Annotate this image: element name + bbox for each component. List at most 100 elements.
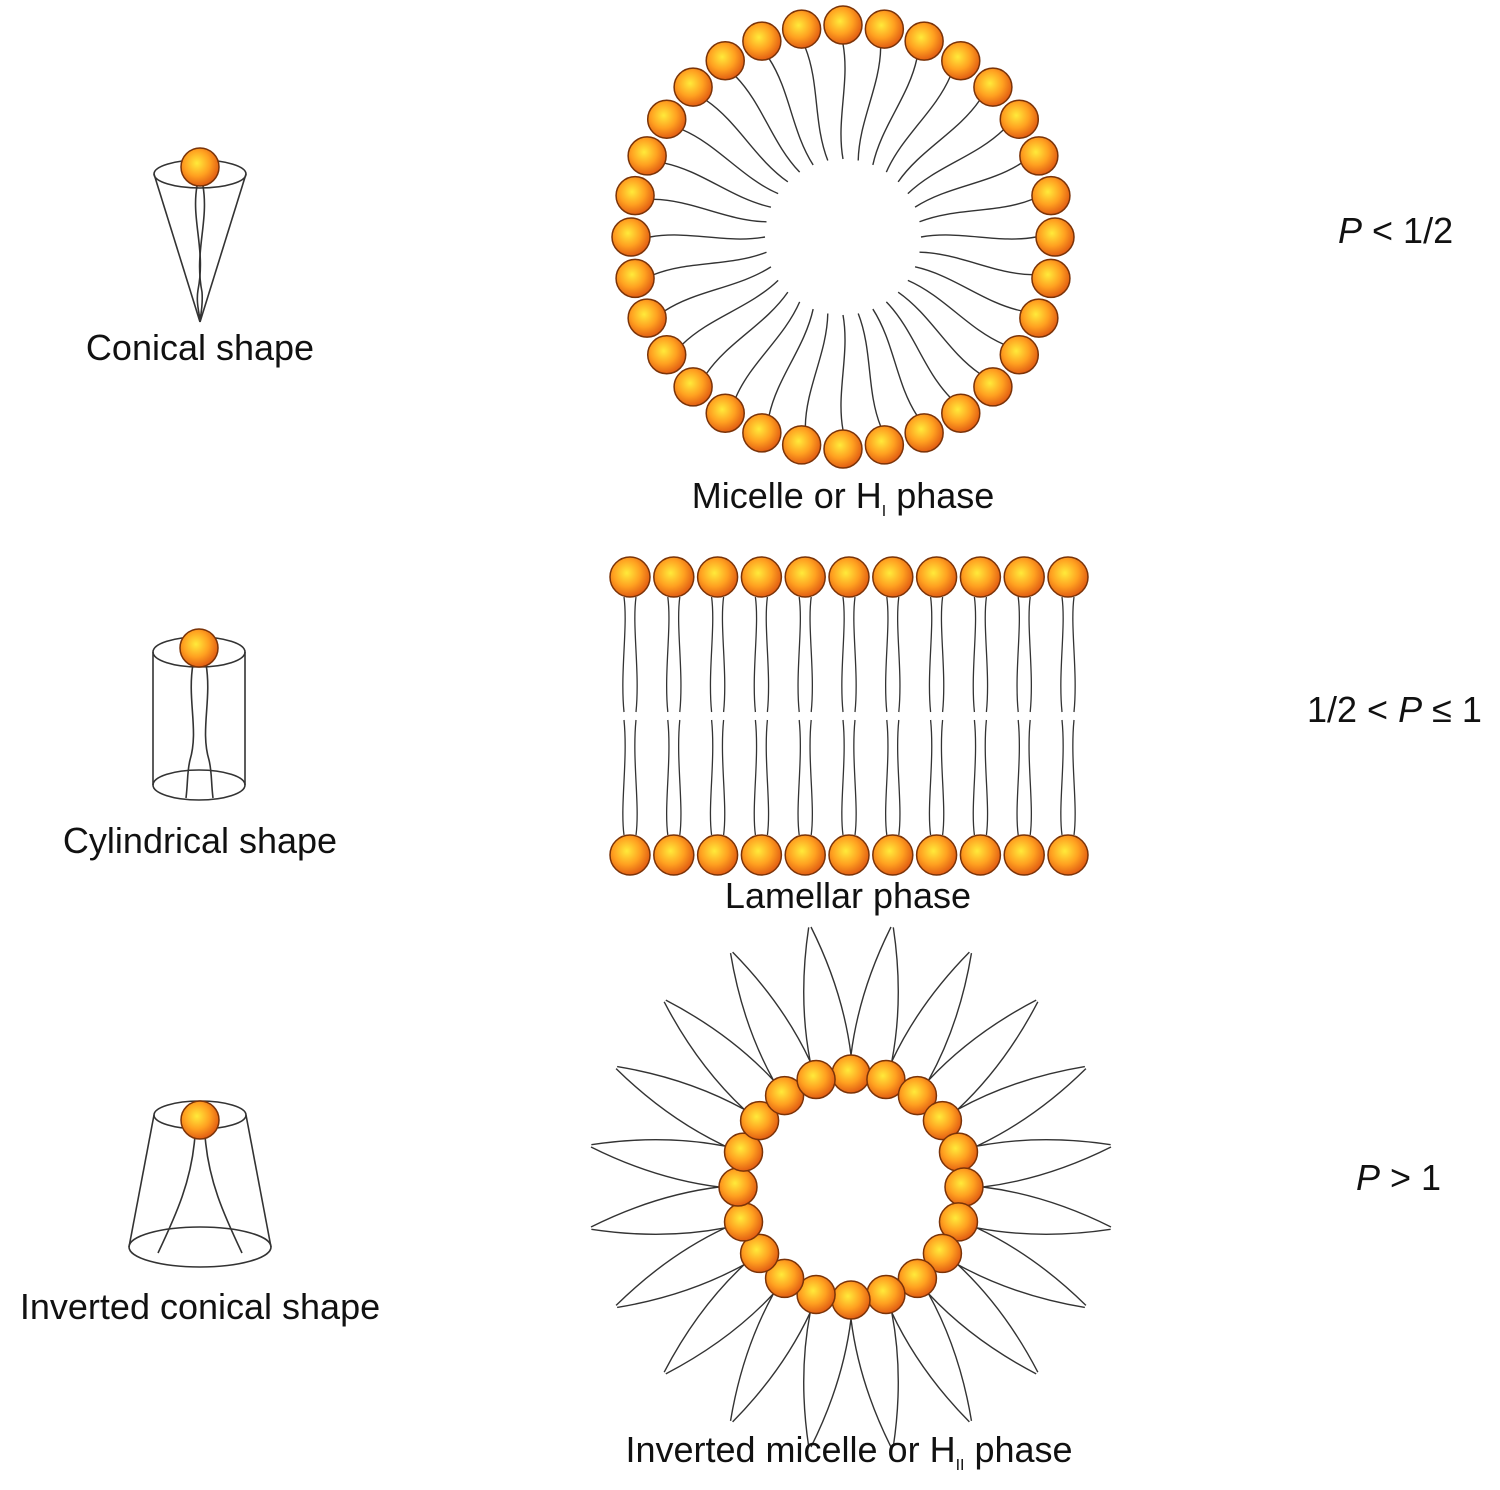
lipid-head [864,9,905,49]
lipid-tail [682,279,779,345]
lipid-tail [617,1263,745,1309]
lipid-head [831,1054,871,1094]
lipid-tail [872,308,918,416]
lipid-tail [957,1264,1039,1373]
lipid-tail [919,251,1033,276]
lipid-head [897,1258,938,1299]
lipid-tail [841,596,845,713]
lipid-head [941,393,981,434]
lipid-head [1047,556,1089,598]
lipid-tail [972,719,977,836]
lipid-tail [732,951,811,1062]
lipid-tail [666,596,670,713]
lipid-head [872,834,914,876]
lipid-head [673,67,713,107]
lipid-tail [885,719,889,836]
lipid-tail [753,596,758,713]
lipid-tail [732,1312,811,1423]
lipid-tail [914,266,1022,312]
lipid-tail [1028,596,1032,713]
lipid-tail [891,951,970,1062]
micelle-packing-parameter: P < 1/2 [1338,210,1454,251]
lamellar-bilayer [609,556,1089,876]
lipid-tail [735,76,801,173]
lipid-tail [615,1227,726,1306]
lipid-tail [653,198,767,223]
lipid-head [615,258,655,299]
lipid-head [1031,175,1071,216]
lipid-tail [927,953,973,1081]
lipid-head [944,1167,984,1207]
lipid-head [831,1280,871,1320]
lipid-tail [891,1312,970,1423]
lipid-head [973,367,1013,407]
lipid-head [764,1075,805,1116]
lipid-tail [729,953,775,1081]
cylindrical-shape-head [179,628,219,668]
lipid-tail [709,719,714,836]
lipid-head [784,556,826,598]
lipid-head [938,1132,979,1172]
lipid-tail [907,279,1004,345]
lipid-head [959,834,1002,876]
lipid-head [796,1059,836,1100]
lipid-head [959,556,1002,598]
lipid-tail [622,596,626,713]
lipid-tail [653,251,767,276]
lipid-tail [804,313,829,427]
lipid-tail [590,1186,720,1228]
lipid-head [999,99,1040,139]
lipid-tail [721,596,726,713]
lipid-tail [803,1312,811,1447]
lipid-tail [664,266,772,312]
lipid-head [627,298,667,338]
conical-shape-head [180,147,220,187]
lipid-head [1031,258,1071,299]
lipid-tail [810,926,852,1056]
lipid-tail [982,1146,1112,1188]
lipid-head [1019,298,1059,338]
inverted-conical-shape-head [180,1100,220,1140]
lipid-tail [663,1264,745,1373]
lipid-tail [885,301,951,398]
lipid-head [627,136,667,176]
lipid-tail [721,719,726,836]
lipid-tail [1016,719,1020,836]
lipid-head [742,413,782,453]
lipid-tail [928,596,933,713]
lipid-tail [976,1227,1087,1306]
lipid-head [828,556,870,598]
lipid-head [646,99,687,139]
lipid-head [673,367,713,407]
lipid-head [941,40,981,81]
lipid-tail [857,47,882,161]
lipid-tail [1060,596,1064,713]
micelle-phase-label: Micelle or HI phase [691,475,995,520]
lipid-tail [810,1318,852,1448]
micelle [611,5,1075,469]
lipid-tail [617,1065,745,1111]
lipid-tail [665,1293,774,1375]
lipid-head [705,40,745,81]
lipid-head [915,556,958,598]
inverted-micelle [590,926,1112,1448]
lipid-tail [957,1263,1085,1309]
lipid-tail [853,596,857,713]
lipid-head [938,1202,979,1242]
lipid-tail [897,596,901,713]
lipid-head [796,1274,836,1315]
lipid-tail [928,1293,1037,1375]
lipid-head [866,1274,906,1315]
lipid-head [1003,834,1045,876]
lipid-head [740,834,783,876]
lipid-tail [940,719,945,836]
lipid-tail [804,47,829,161]
lipid-tail [664,162,772,208]
lipid-head [915,834,958,876]
lipid-tail [857,313,882,427]
lipid-tail [735,301,801,398]
lipid-head [866,1059,906,1100]
lipid-tail [1060,719,1064,836]
lipid-tail [920,234,1037,240]
lipid-tail [976,1227,1111,1235]
